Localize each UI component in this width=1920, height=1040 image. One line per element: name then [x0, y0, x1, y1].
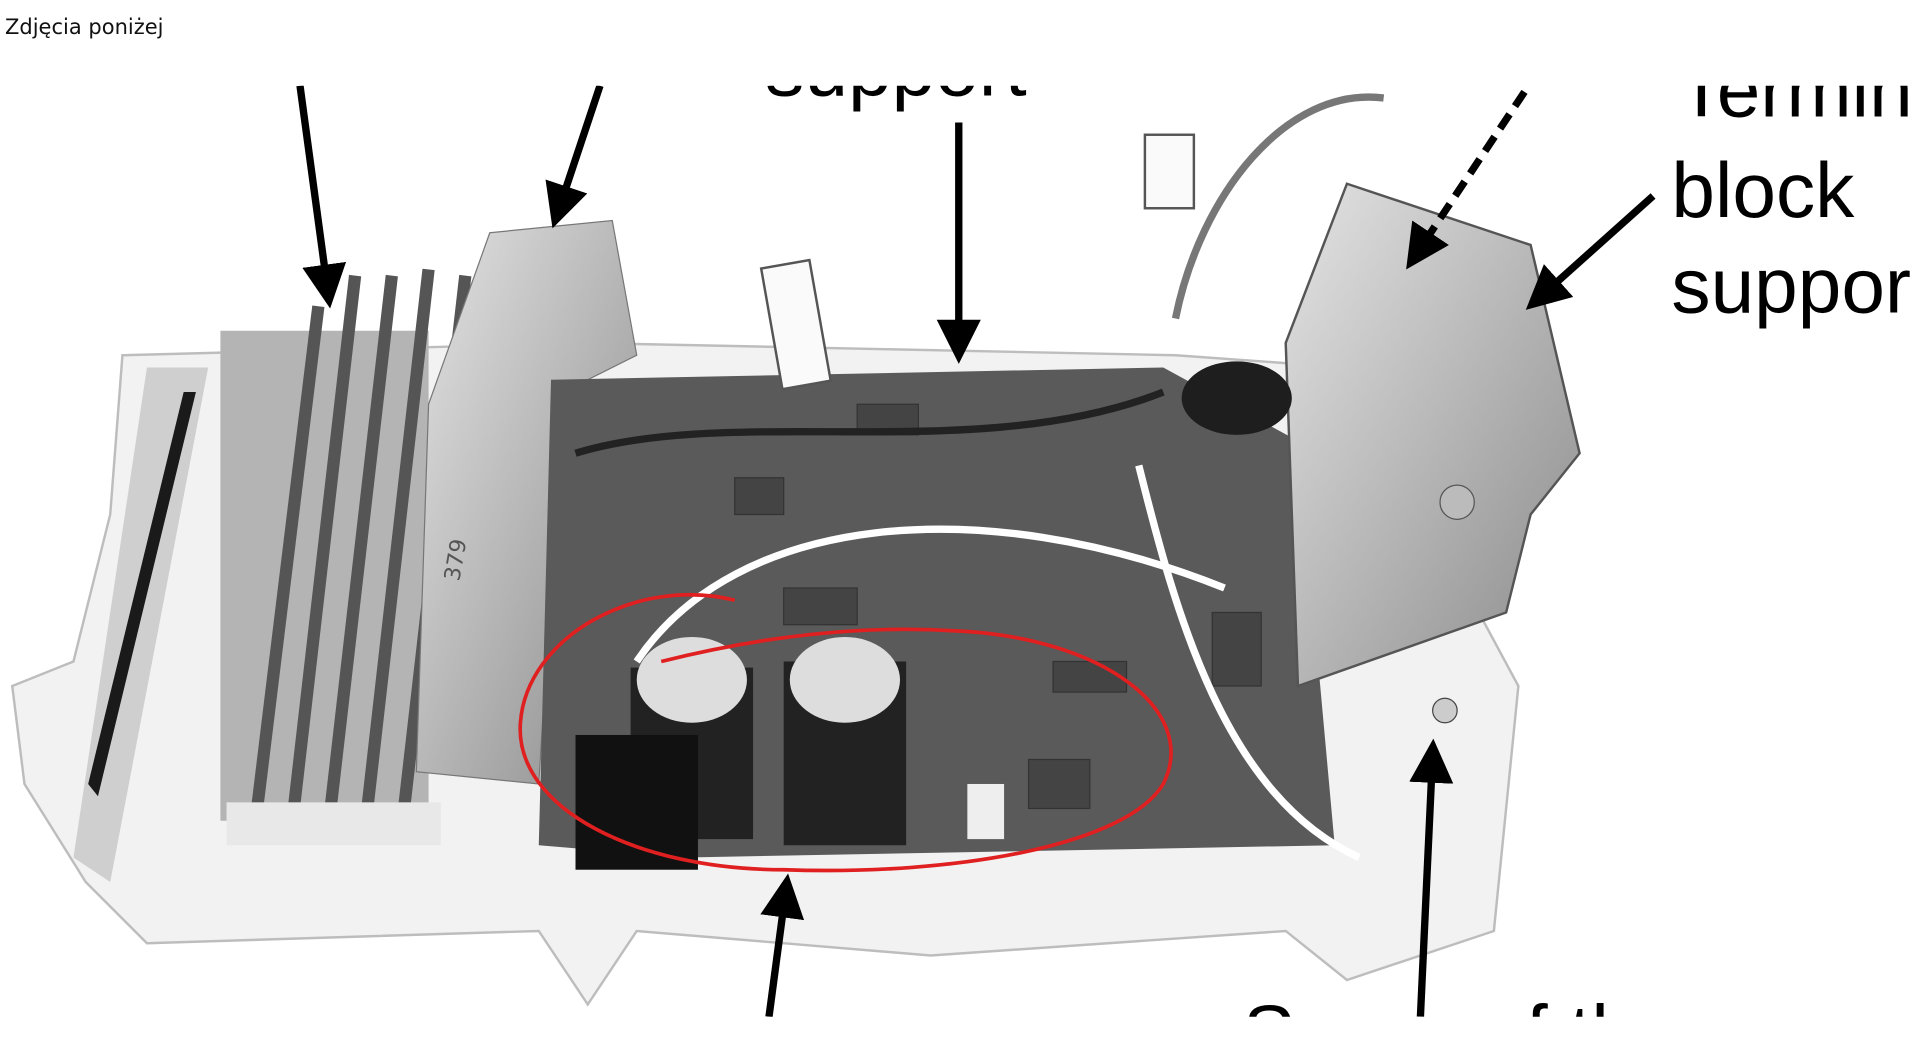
heatsink-base [226, 802, 441, 846]
ferrite-core [1181, 361, 1292, 435]
label-support-2: suppor [1671, 241, 1911, 329]
bracket-screw [1439, 484, 1475, 520]
label-screw: Screw of the [1243, 989, 1679, 1040]
ground-screw [1432, 697, 1458, 724]
caption-text: Zdjęcia poniżej [5, 15, 164, 39]
label-terminal: Termin [1678, 45, 1913, 133]
wires [574, 93, 1385, 861]
white-connector [967, 783, 1005, 840]
callout-arrows [296, 85, 1656, 1017]
side-slot [88, 391, 196, 797]
label-block: block [1671, 146, 1855, 234]
label-support: support [765, 25, 1027, 113]
highlight-ellipse [518, 593, 1173, 873]
dashed-arrow [1406, 89, 1528, 270]
terminal-block-support [1284, 182, 1581, 688]
